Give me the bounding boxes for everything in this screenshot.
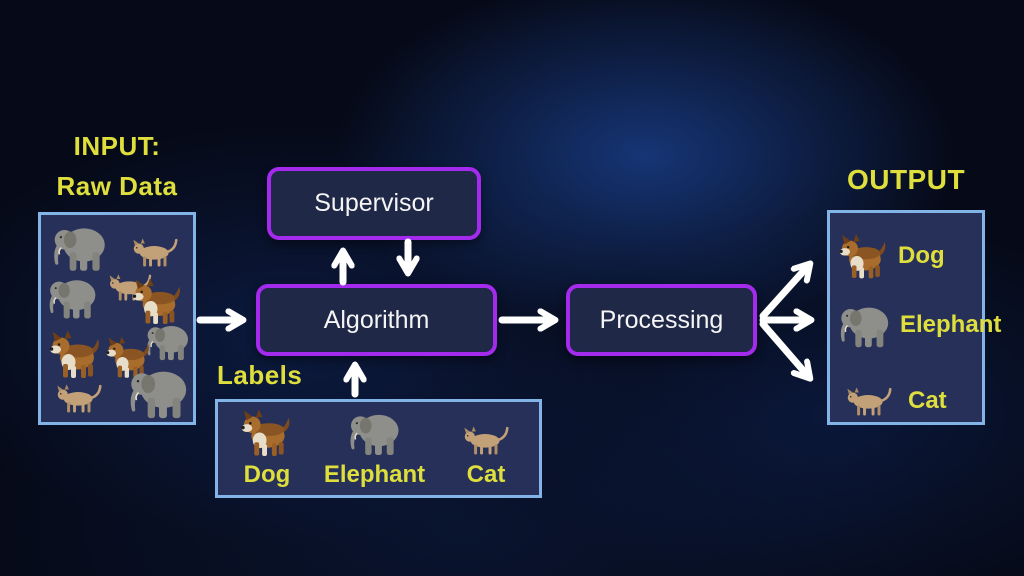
elephant-image [125,363,193,421]
output-row-dog: Dog [836,227,945,285]
algorithm-label: Algorithm [323,305,430,334]
input-heading-line2: Raw Data [56,171,178,201]
processing-node: Processing [566,284,757,356]
supervisor-node: Supervisor [267,167,481,240]
algorithm-node: Algorithm [256,284,497,356]
label-item-elephant: Elephant [324,408,425,489]
dog-image [836,229,892,283]
labels-box: Dog Elephant Cat [215,399,542,498]
output-row-text: Dog [898,242,945,269]
dog-image [236,408,298,457]
output-heading: OUTPUT [846,164,966,195]
labels-heading: Labels [217,360,303,390]
elephant-image [49,221,111,273]
label-item-cat: Cat [451,408,521,489]
cat-image [125,235,185,269]
supervisor-label: Supervisor [314,189,434,217]
input-heading-line1: INPUT: [73,131,161,161]
elephant-image [45,269,101,325]
label-item-text: Dog [243,461,291,488]
input-raw-data-box [38,212,196,425]
output-row-text: Elephant [900,311,1002,338]
label-item-dog: Dog [236,408,298,489]
arrow-processing-to-dog [759,266,808,320]
output-row-text: Cat [908,387,947,414]
output-row-cat: Cat [836,381,947,421]
arrow-processing-to-cat [759,320,808,376]
cat-image [836,384,902,418]
dog-image [45,329,107,379]
input-heading: INPUT: Raw Data [38,126,196,206]
cat-image [47,381,111,415]
output-row-elephant: Elephant [836,285,1001,365]
processing-label: Processing [599,305,724,334]
elephant-image [342,408,408,457]
elephant-image [836,287,894,363]
output-box: Dog Elephant Cat [827,210,1001,425]
cat-image [451,423,521,457]
label-item-text: Elephant [323,461,426,488]
label-item-text: Cat [466,461,506,488]
